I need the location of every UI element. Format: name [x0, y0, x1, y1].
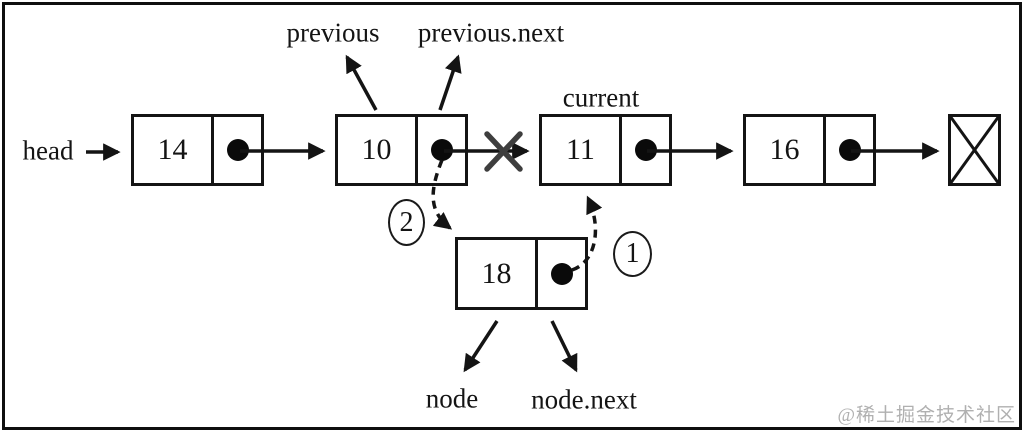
pointer-dot: [550, 262, 573, 285]
head-label: head: [22, 135, 74, 166]
previous-next-label: previous.next: [417, 17, 565, 48]
node-pointer-cell: [538, 240, 585, 307]
list-node-10: 10: [335, 114, 468, 186]
list-node-16: 16: [743, 114, 876, 186]
node-next-label: node.next: [531, 384, 637, 415]
pointer-dot: [430, 139, 453, 161]
break-x-mark: [484, 131, 523, 172]
previous-label-arrow: [345, 54, 378, 111]
list-node-14: 14: [131, 114, 264, 186]
node-value: 18: [458, 240, 538, 307]
previous-next-label-arrow: [438, 54, 462, 111]
node-pointer-cell: [418, 117, 465, 183]
step-1-badge: 1: [613, 231, 652, 277]
pointer-dot: [226, 139, 249, 161]
new-node-18: 18: [455, 237, 588, 310]
previous-label: previous: [286, 17, 380, 48]
pointer-dot: [838, 139, 861, 161]
watermark-text: @稀土掘金技术社区: [837, 405, 1016, 426]
current-label: current: [562, 82, 640, 113]
node-value: 11: [542, 117, 622, 183]
pointer-dot: [634, 139, 657, 161]
node-value: 16: [746, 117, 826, 183]
node-label-arrow: [463, 320, 499, 373]
node-pointer-cell: [214, 117, 261, 183]
node-pointer-cell: [826, 117, 873, 183]
list-node-11: 11: [539, 114, 672, 186]
node-value: 10: [338, 117, 418, 183]
null-terminator-box: [948, 114, 1001, 186]
node-pointer-cell: [622, 117, 669, 183]
node-label: node: [425, 383, 479, 414]
step-2-badge: 2: [388, 199, 425, 246]
node-value: 14: [134, 117, 214, 183]
node-next-label-arrow: [550, 320, 578, 373]
